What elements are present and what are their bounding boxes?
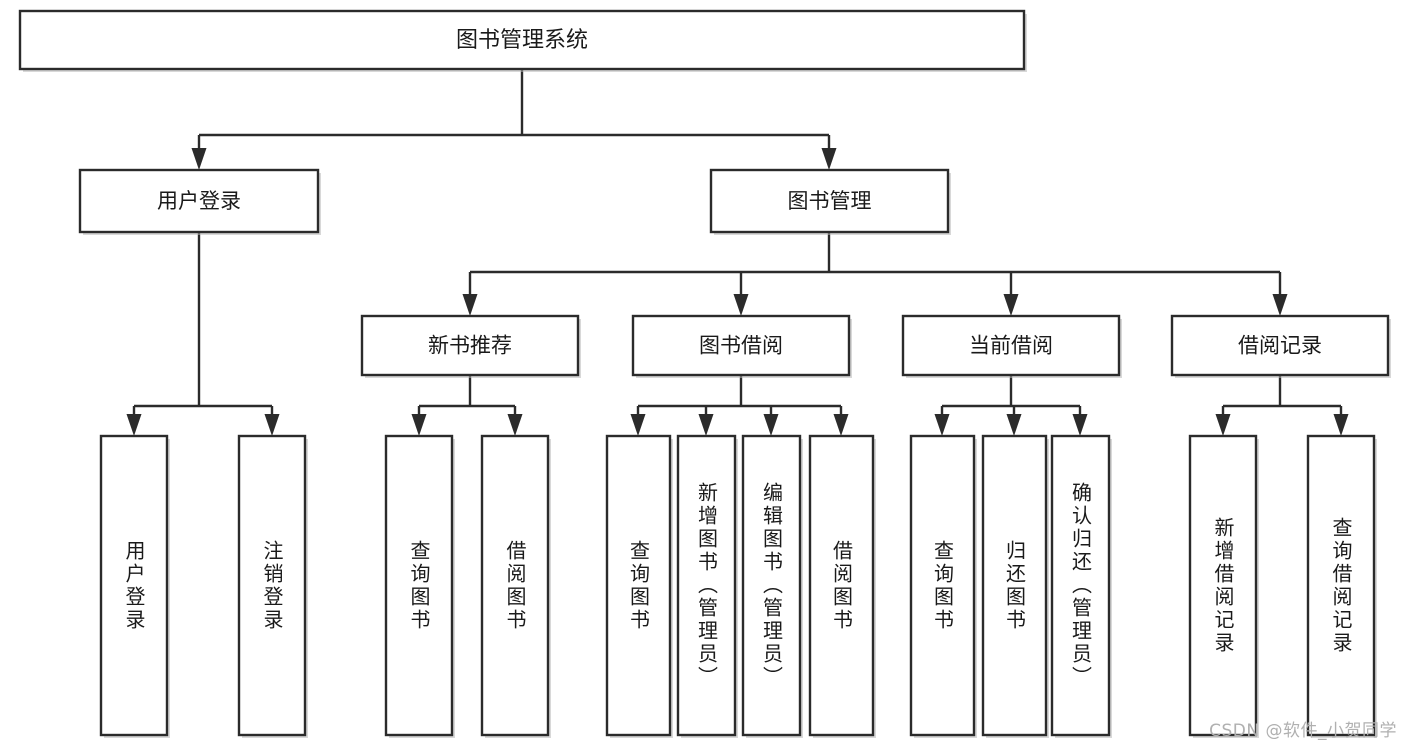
node-root[interactable] <box>18 9 1027 72</box>
node-borrow-record[interactable] <box>1170 314 1391 378</box>
node-rect <box>1306 434 1376 737</box>
connector-current-borrow-bus <box>934 375 1088 436</box>
node-rect <box>901 314 1121 377</box>
node-user-login[interactable] <box>78 168 321 235</box>
arrow-head-1 <box>1006 414 1022 436</box>
arrow-head-2 <box>763 414 779 436</box>
node-leaf-add-book[interactable] <box>676 434 738 738</box>
arrow-head-0 <box>934 414 950 436</box>
node-rect <box>237 434 307 737</box>
node-rect <box>709 168 950 234</box>
node-leaf-query-book-2[interactable] <box>605 434 673 738</box>
node-leaf-confirm-return[interactable] <box>1050 434 1112 738</box>
node-box-layer <box>18 9 1391 738</box>
arrow-head-1 <box>821 148 837 170</box>
arrow-head-1 <box>264 414 280 436</box>
arrow-head-0 <box>462 294 478 316</box>
node-label: 图书管理系统 <box>456 28 588 53</box>
node-leaf-add-record[interactable] <box>1188 434 1259 738</box>
node-rect <box>631 314 851 377</box>
node-rect <box>78 168 320 234</box>
node-rect <box>1170 314 1390 377</box>
arrow-head-3 <box>1272 294 1288 316</box>
node-rect <box>480 434 550 737</box>
node-leaf-query-book-3[interactable] <box>909 434 977 738</box>
arrow-head-0 <box>126 414 142 436</box>
arrow-head-1 <box>507 414 523 436</box>
connector-layer <box>126 69 1349 436</box>
arrow-head-0 <box>1215 414 1231 436</box>
node-leaf-query-record[interactable] <box>1306 434 1377 738</box>
node-label: 图书借阅 <box>699 334 783 358</box>
node-leaf-return-book[interactable] <box>981 434 1049 738</box>
node-label: 用户登录 <box>157 189 241 213</box>
node-rect <box>981 434 1048 737</box>
arrow-head-0 <box>411 414 427 436</box>
node-new-book-recommend[interactable] <box>360 314 581 378</box>
node-rect <box>384 434 454 737</box>
arrow-head-1 <box>733 294 749 316</box>
node-label: 新书推荐 <box>428 334 512 358</box>
arrow-head-1 <box>1333 414 1349 436</box>
connector-book-manage-bus <box>462 232 1288 316</box>
connector-user-login-bus <box>126 232 280 436</box>
node-rect <box>605 434 672 737</box>
node-rect <box>676 434 737 737</box>
node-label: 当前借阅 <box>969 334 1053 358</box>
node-book-manage[interactable] <box>709 168 951 235</box>
csdn-watermark: CSDN @软件_小贺同学 <box>1209 721 1397 741</box>
connector-borrow-record-bus <box>1215 375 1349 436</box>
node-leaf-logout[interactable] <box>237 434 308 738</box>
node-rect <box>99 434 169 737</box>
node-leaf-query-book-1[interactable] <box>384 434 455 738</box>
arrow-head-0 <box>630 414 646 436</box>
arrow-head-2 <box>1003 294 1019 316</box>
arrow-head-2 <box>1072 414 1088 436</box>
connector-book-borrow-bus <box>630 375 849 436</box>
node-rect <box>360 314 580 377</box>
node-current-borrow[interactable] <box>901 314 1122 378</box>
node-leaf-user-login[interactable] <box>99 434 170 738</box>
arrow-head-0 <box>191 148 207 170</box>
node-book-borrow[interactable] <box>631 314 852 378</box>
node-label: 借阅记录 <box>1238 334 1322 358</box>
arrow-head-3 <box>833 414 849 436</box>
node-label: 图书管理 <box>788 189 872 213</box>
node-rect <box>18 9 1026 71</box>
node-rect <box>808 434 875 737</box>
node-rect <box>909 434 976 737</box>
connector-new-book-bus <box>411 375 523 436</box>
node-rect <box>1188 434 1258 737</box>
node-leaf-borrow-book-2[interactable] <box>808 434 876 738</box>
node-rect <box>1050 434 1111 737</box>
arrow-head-1 <box>698 414 714 436</box>
node-leaf-edit-book[interactable] <box>741 434 803 738</box>
node-rect <box>741 434 802 737</box>
connector-root-bus <box>191 69 837 170</box>
node-leaf-borrow-book-1[interactable] <box>480 434 551 738</box>
